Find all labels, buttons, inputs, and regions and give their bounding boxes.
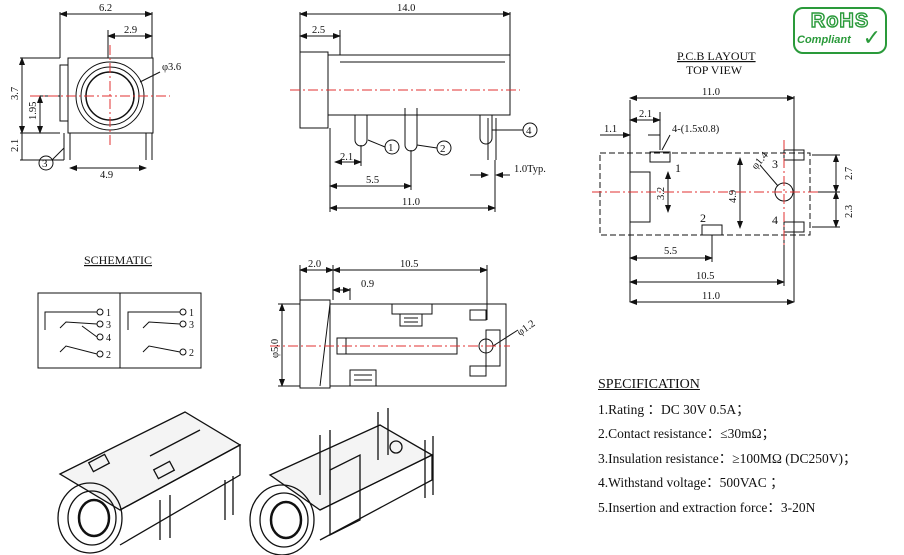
specification-block: SPECIFICATION 1.Rating ：DC 30V 0.5A； 2.C…	[598, 373, 898, 520]
pcb-dim-center: 3.2	[656, 187, 667, 200]
front-dim-bottom: 4.9	[100, 170, 113, 181]
top-dim-offset: 0.9	[361, 279, 374, 290]
rohs-logo-text: RoHS	[810, 9, 870, 32]
side-pin-4: 4	[526, 125, 532, 137]
top-view	[278, 265, 519, 389]
front-dim-diameter: φ3.6	[162, 62, 181, 73]
schematic-left-pin-4: 4	[106, 333, 111, 344]
pcb-dim-upper: 2.7	[844, 167, 855, 180]
pcb-dim-edge: 1.1	[604, 124, 617, 135]
spec-withstand-voltage: 4.Withstand voltage：500VAC ；	[598, 475, 784, 490]
top-dim-pin-diameter: φ1.2	[515, 318, 537, 338]
schematic-right-pin-1: 1	[189, 308, 194, 319]
jack-render-right	[249, 408, 434, 555]
pcb-dim-vertical: 4.9	[728, 190, 739, 203]
jack-render-left	[57, 411, 242, 554]
side-dim-total: 14.0	[397, 3, 415, 14]
front-view	[19, 11, 161, 171]
pcb-pad-4: 4	[772, 213, 778, 227]
spec-contact-resistance: 2.Contact resistance：≤30mΩ；	[598, 426, 776, 441]
front-pin-label: 3	[42, 158, 48, 170]
rohs-compliant-text: Compliant	[797, 34, 851, 46]
schematic-right-pin-3: 3	[189, 320, 194, 331]
side-dim-left: 2.5	[312, 25, 325, 36]
pcb-layout	[599, 95, 840, 305]
pcb-pad-3: 3	[772, 157, 778, 171]
spec-insulation-resistance: 3.Insulation resistance：≥100MΩ (DC250V)；	[598, 450, 857, 466]
front-dim-total: 6.2	[99, 3, 112, 14]
spec-insertion-force: 5.Insertion and extraction force：3-20N	[598, 499, 816, 515]
top-dim-body: 10.5	[400, 259, 418, 270]
spec-rating: 1.Rating ：DC 30V 0.5A；	[598, 401, 750, 417]
front-dim-height: 3.7	[10, 87, 21, 100]
pcb-dim-lower: 2.3	[844, 205, 855, 218]
schematic-left-pin-2: 2	[106, 350, 111, 361]
side-pin-2: 2	[440, 143, 446, 155]
pcb-dim-hole-span: 10.5	[696, 271, 714, 282]
pcb-pad-2: 2	[700, 211, 706, 225]
pcb-subtitle: TOP VIEW	[686, 63, 743, 77]
pcb-dim-top: 11.0	[702, 87, 720, 98]
schematic-left-pin-1: 1	[106, 308, 111, 319]
side-dim-typ: 1.0Typ.	[514, 164, 546, 175]
schematic-left-pin-3: 3	[106, 320, 111, 331]
check-icon: ✓	[862, 26, 881, 51]
front-dim-pin: 2.1	[10, 139, 21, 152]
schematic-right-pin-2: 2	[189, 348, 194, 359]
rohs-logo: RoHS Compliant ✓	[793, 7, 887, 54]
top-dim-front: 2.0	[308, 259, 321, 270]
schematic-title: SCHEMATIC	[84, 253, 152, 267]
schematic	[37, 292, 202, 369]
side-dim-pin-offset: 2.1	[340, 152, 353, 163]
pcb-dim-offset: 2.1	[639, 109, 652, 120]
side-dim-pin-span: 5.5	[366, 175, 379, 186]
top-dim-diameter: φ5.0	[270, 339, 281, 358]
pcb-hole-note: 4-(1.5x0.8)	[672, 124, 720, 135]
front-dim-inner: 2.9	[124, 25, 137, 36]
front-dim-center: 1.95	[28, 102, 39, 120]
specification-title: SPECIFICATION	[598, 377, 700, 392]
side-dim-total-bottom: 11.0	[402, 197, 420, 208]
pcb-dim-pin-span: 5.5	[664, 246, 677, 257]
side-view	[299, 11, 538, 212]
pcb-dim-bottom: 11.0	[702, 291, 720, 302]
side-pin-1: 1	[388, 142, 394, 154]
pcb-title: P.C.B LAYOUT	[677, 49, 756, 63]
pcb-pad-1: 1	[675, 161, 681, 175]
